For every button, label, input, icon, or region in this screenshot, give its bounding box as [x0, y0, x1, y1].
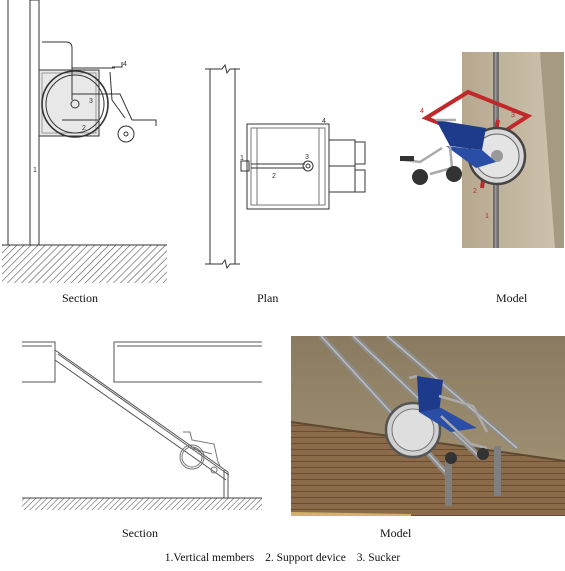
legend-support-device: 2. Support device	[265, 552, 346, 564]
model-label-3: 3	[511, 112, 515, 119]
ground-hatch-bottom	[22, 498, 262, 510]
plan-label-4: 4	[322, 118, 326, 125]
bottom-section-drawing	[22, 341, 262, 510]
top-section-panel: 4 3 2 1 Section	[0, 0, 180, 305]
plan-label-3: 3	[305, 154, 309, 161]
post-1	[445, 456, 452, 506]
top-section-drawing: 4 3 2 1	[2, 0, 167, 283]
bottom-model-render	[290, 333, 565, 518]
ground-hatch	[2, 245, 167, 283]
legend: 1.Vertical members 2. Support device 3. …	[0, 552, 565, 564]
label-2: 2	[82, 125, 86, 132]
vertical-member	[29, 0, 40, 246]
legend-sucker: 3. Sucker	[356, 552, 401, 564]
wheelchair-side	[41, 41, 157, 143]
sucker-plan	[302, 160, 314, 172]
wheelchair-bottom-model	[384, 374, 489, 464]
model-label-1: 1	[485, 213, 489, 220]
label-3: 3	[89, 98, 93, 105]
wheelchair-model	[400, 118, 527, 186]
post-2	[494, 446, 501, 496]
legend-vertical-members: 1.Vertical members	[164, 552, 255, 564]
wheelchair-small	[179, 431, 221, 474]
label-1: 1	[33, 167, 37, 174]
top-model-caption: Model	[496, 291, 528, 305]
model-label-4: 4	[420, 108, 424, 115]
support-device-plan	[246, 123, 330, 210]
model-label-2: 2	[473, 188, 477, 195]
plan-label-2: 2	[272, 173, 276, 180]
support-device	[38, 69, 100, 137]
top-plan-panel: 4 1 3 2 Plan	[195, 60, 385, 305]
bottom-section-panel: Section	[0, 330, 280, 545]
bottom-section-caption: Section	[122, 526, 158, 540]
label-4: 4	[123, 61, 127, 68]
top-model-render: 4 2 1 3	[400, 52, 564, 248]
bottom-model-panel: Model	[290, 333, 565, 546]
bottom-model-caption: Model	[380, 526, 412, 540]
top-model-panel: 4 2 1 3 Model	[390, 50, 565, 310]
plan-label-1: 1	[240, 155, 244, 162]
top-section-caption: Section	[62, 291, 98, 305]
top-plan-caption: Plan	[257, 291, 279, 305]
top-plan-drawing: 4 1 3 2	[205, 63, 366, 270]
